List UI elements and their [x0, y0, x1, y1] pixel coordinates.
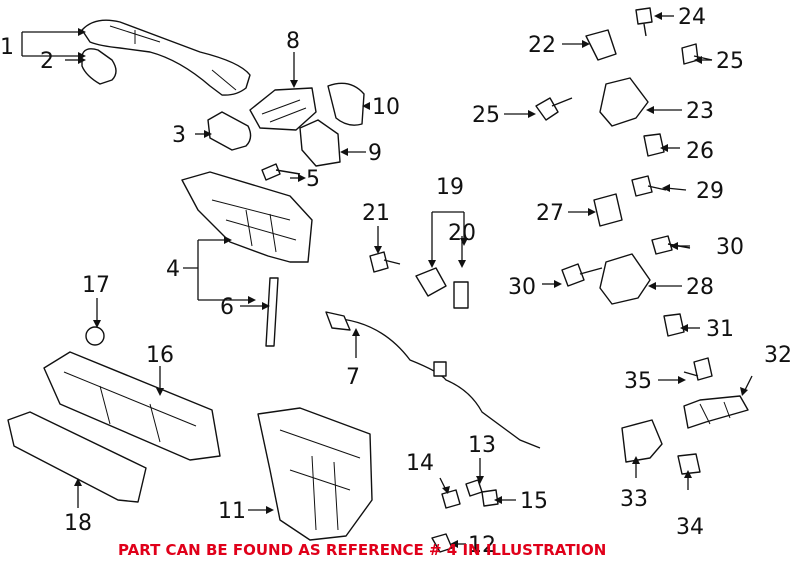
callout-15: 15 [520, 489, 548, 514]
callout-25a: 25 [716, 49, 744, 74]
part-check-strap [683, 395, 749, 429]
callout-11: 11 [218, 499, 246, 524]
callout-30b: 30 [508, 275, 536, 300]
callout-1: 1 [0, 35, 14, 60]
callout-12: 12 [468, 533, 496, 558]
part-bushing-31 [663, 313, 685, 337]
part-lock-rod [265, 277, 279, 347]
part-cover-cap [327, 82, 365, 126]
reference-note: PART CAN BE FOUND AS REFERENCE # 4 IN IL… [118, 541, 606, 559]
part-grommet [85, 326, 105, 346]
part-bolt-35 [683, 357, 713, 381]
callout-14: 14 [406, 451, 434, 476]
part-shim [415, 267, 447, 297]
part-lock-cylinder [249, 87, 317, 131]
part-cap-13 [465, 479, 483, 497]
part-bolt-34 [677, 453, 701, 475]
callout-30a: 30 [716, 235, 744, 260]
part-shim-small [453, 281, 469, 309]
callout-9: 9 [368, 141, 382, 166]
callout-18: 18 [64, 511, 92, 536]
callout-32: 32 [764, 343, 792, 368]
callout-35: 35 [624, 369, 652, 394]
part-hinge-lower [599, 253, 651, 305]
part-handle-carrier [181, 171, 313, 263]
callout-19: 19 [436, 175, 464, 200]
callout-22: 22 [528, 33, 556, 58]
callout-7: 7 [346, 365, 360, 390]
callout-34: 34 [676, 515, 704, 540]
callout-8: 8 [286, 29, 300, 54]
callout-6: 6 [220, 295, 234, 320]
part-cap-15 [481, 489, 499, 507]
callout-16: 16 [146, 343, 174, 368]
part-lock-actuator [257, 407, 373, 541]
part-bracket-27 [593, 193, 623, 227]
part-bracket-22 [585, 29, 617, 61]
part-bolt-24 [635, 7, 653, 37]
callout-labels: 1 2 3 4 5 6 7 8 9 10 11 12 13 14 15 16 1… [0, 5, 792, 558]
part-bracket [299, 119, 341, 167]
callout-25b: 25 [472, 103, 500, 128]
callout-21: 21 [362, 201, 390, 226]
callout-24: 24 [678, 5, 706, 30]
part-outside-handle [81, 19, 251, 96]
part-fastener-12 [431, 533, 453, 553]
part-bushing-26 [643, 133, 665, 157]
part-handle-gasket [81, 48, 117, 85]
part-bolt-30b [561, 263, 603, 287]
callout-23: 23 [686, 99, 714, 124]
callout-2: 2 [40, 49, 54, 74]
callout-28: 28 [686, 275, 714, 300]
callout-29: 29 [696, 179, 724, 204]
part-cylinder-gasket [207, 111, 252, 151]
arrowheads [74, 12, 748, 548]
part-striker-bolt [369, 251, 401, 273]
part-bolt-29 [631, 175, 667, 197]
part-release-cable [325, 311, 541, 449]
callout-33: 33 [620, 487, 648, 512]
part-hinge-upper [599, 77, 649, 127]
part-screw [261, 163, 301, 181]
part-trim-panel [7, 411, 147, 503]
part-bolt-30a [651, 235, 691, 255]
part-strap-bracket [621, 419, 663, 463]
callout-17: 17 [82, 273, 110, 298]
callout-27: 27 [536, 201, 564, 226]
callout-5: 5 [306, 167, 320, 192]
part-cap-14 [441, 489, 461, 509]
part-bolt-25b [535, 97, 573, 121]
callout-20: 20 [448, 221, 476, 246]
callout-10: 10 [372, 95, 400, 120]
callout-4: 4 [166, 257, 180, 282]
callout-3: 3 [172, 123, 186, 148]
part-inside-handle [43, 351, 221, 461]
callout-13: 13 [468, 433, 496, 458]
callout-26: 26 [686, 139, 714, 164]
callout-31: 31 [706, 317, 734, 342]
